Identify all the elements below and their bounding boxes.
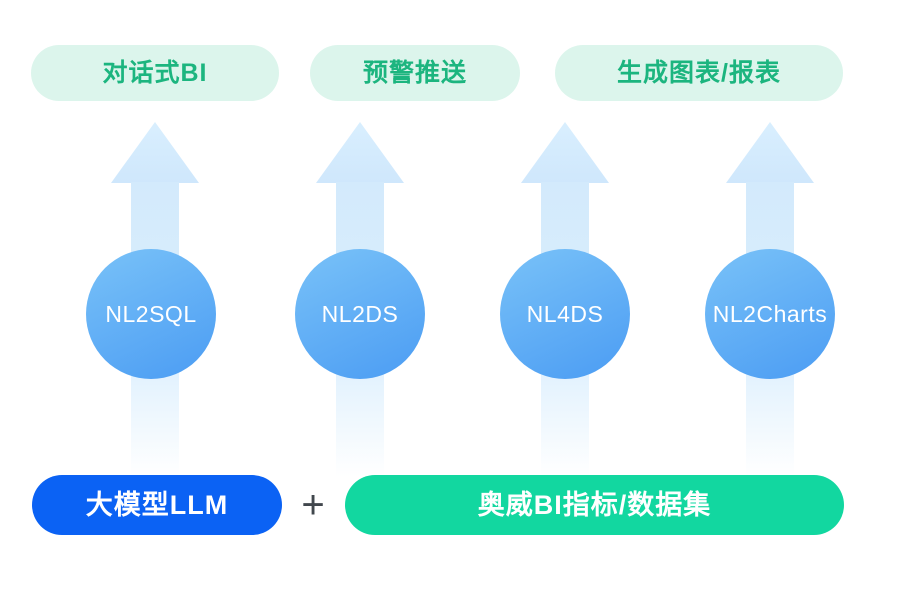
capability-circle-nl2sql: NL2SQL (86, 249, 216, 379)
capability-circle-nl2charts: NL2Charts (705, 249, 835, 379)
arrow-head-icon (726, 122, 814, 183)
outcome-pill-conversational-bi: 对话式BI (31, 45, 279, 101)
arrow-head-icon (521, 122, 609, 183)
capability-circle-nl4ds: NL4DS (500, 249, 630, 379)
arrow-head-icon (316, 122, 404, 183)
outcome-pill-alert-push: 预警推送 (310, 45, 520, 101)
arrow-head-icon (111, 122, 199, 183)
bi-dataset-foundation-badge: 奥威BI指标/数据集 (345, 475, 844, 535)
llm-foundation-badge: 大模型LLM (32, 475, 282, 535)
plus-sign: + (301, 483, 325, 527)
capability-circle-nl2ds: NL2DS (295, 249, 425, 379)
outcome-pill-generate-charts-reports: 生成图表/报表 (555, 45, 843, 101)
